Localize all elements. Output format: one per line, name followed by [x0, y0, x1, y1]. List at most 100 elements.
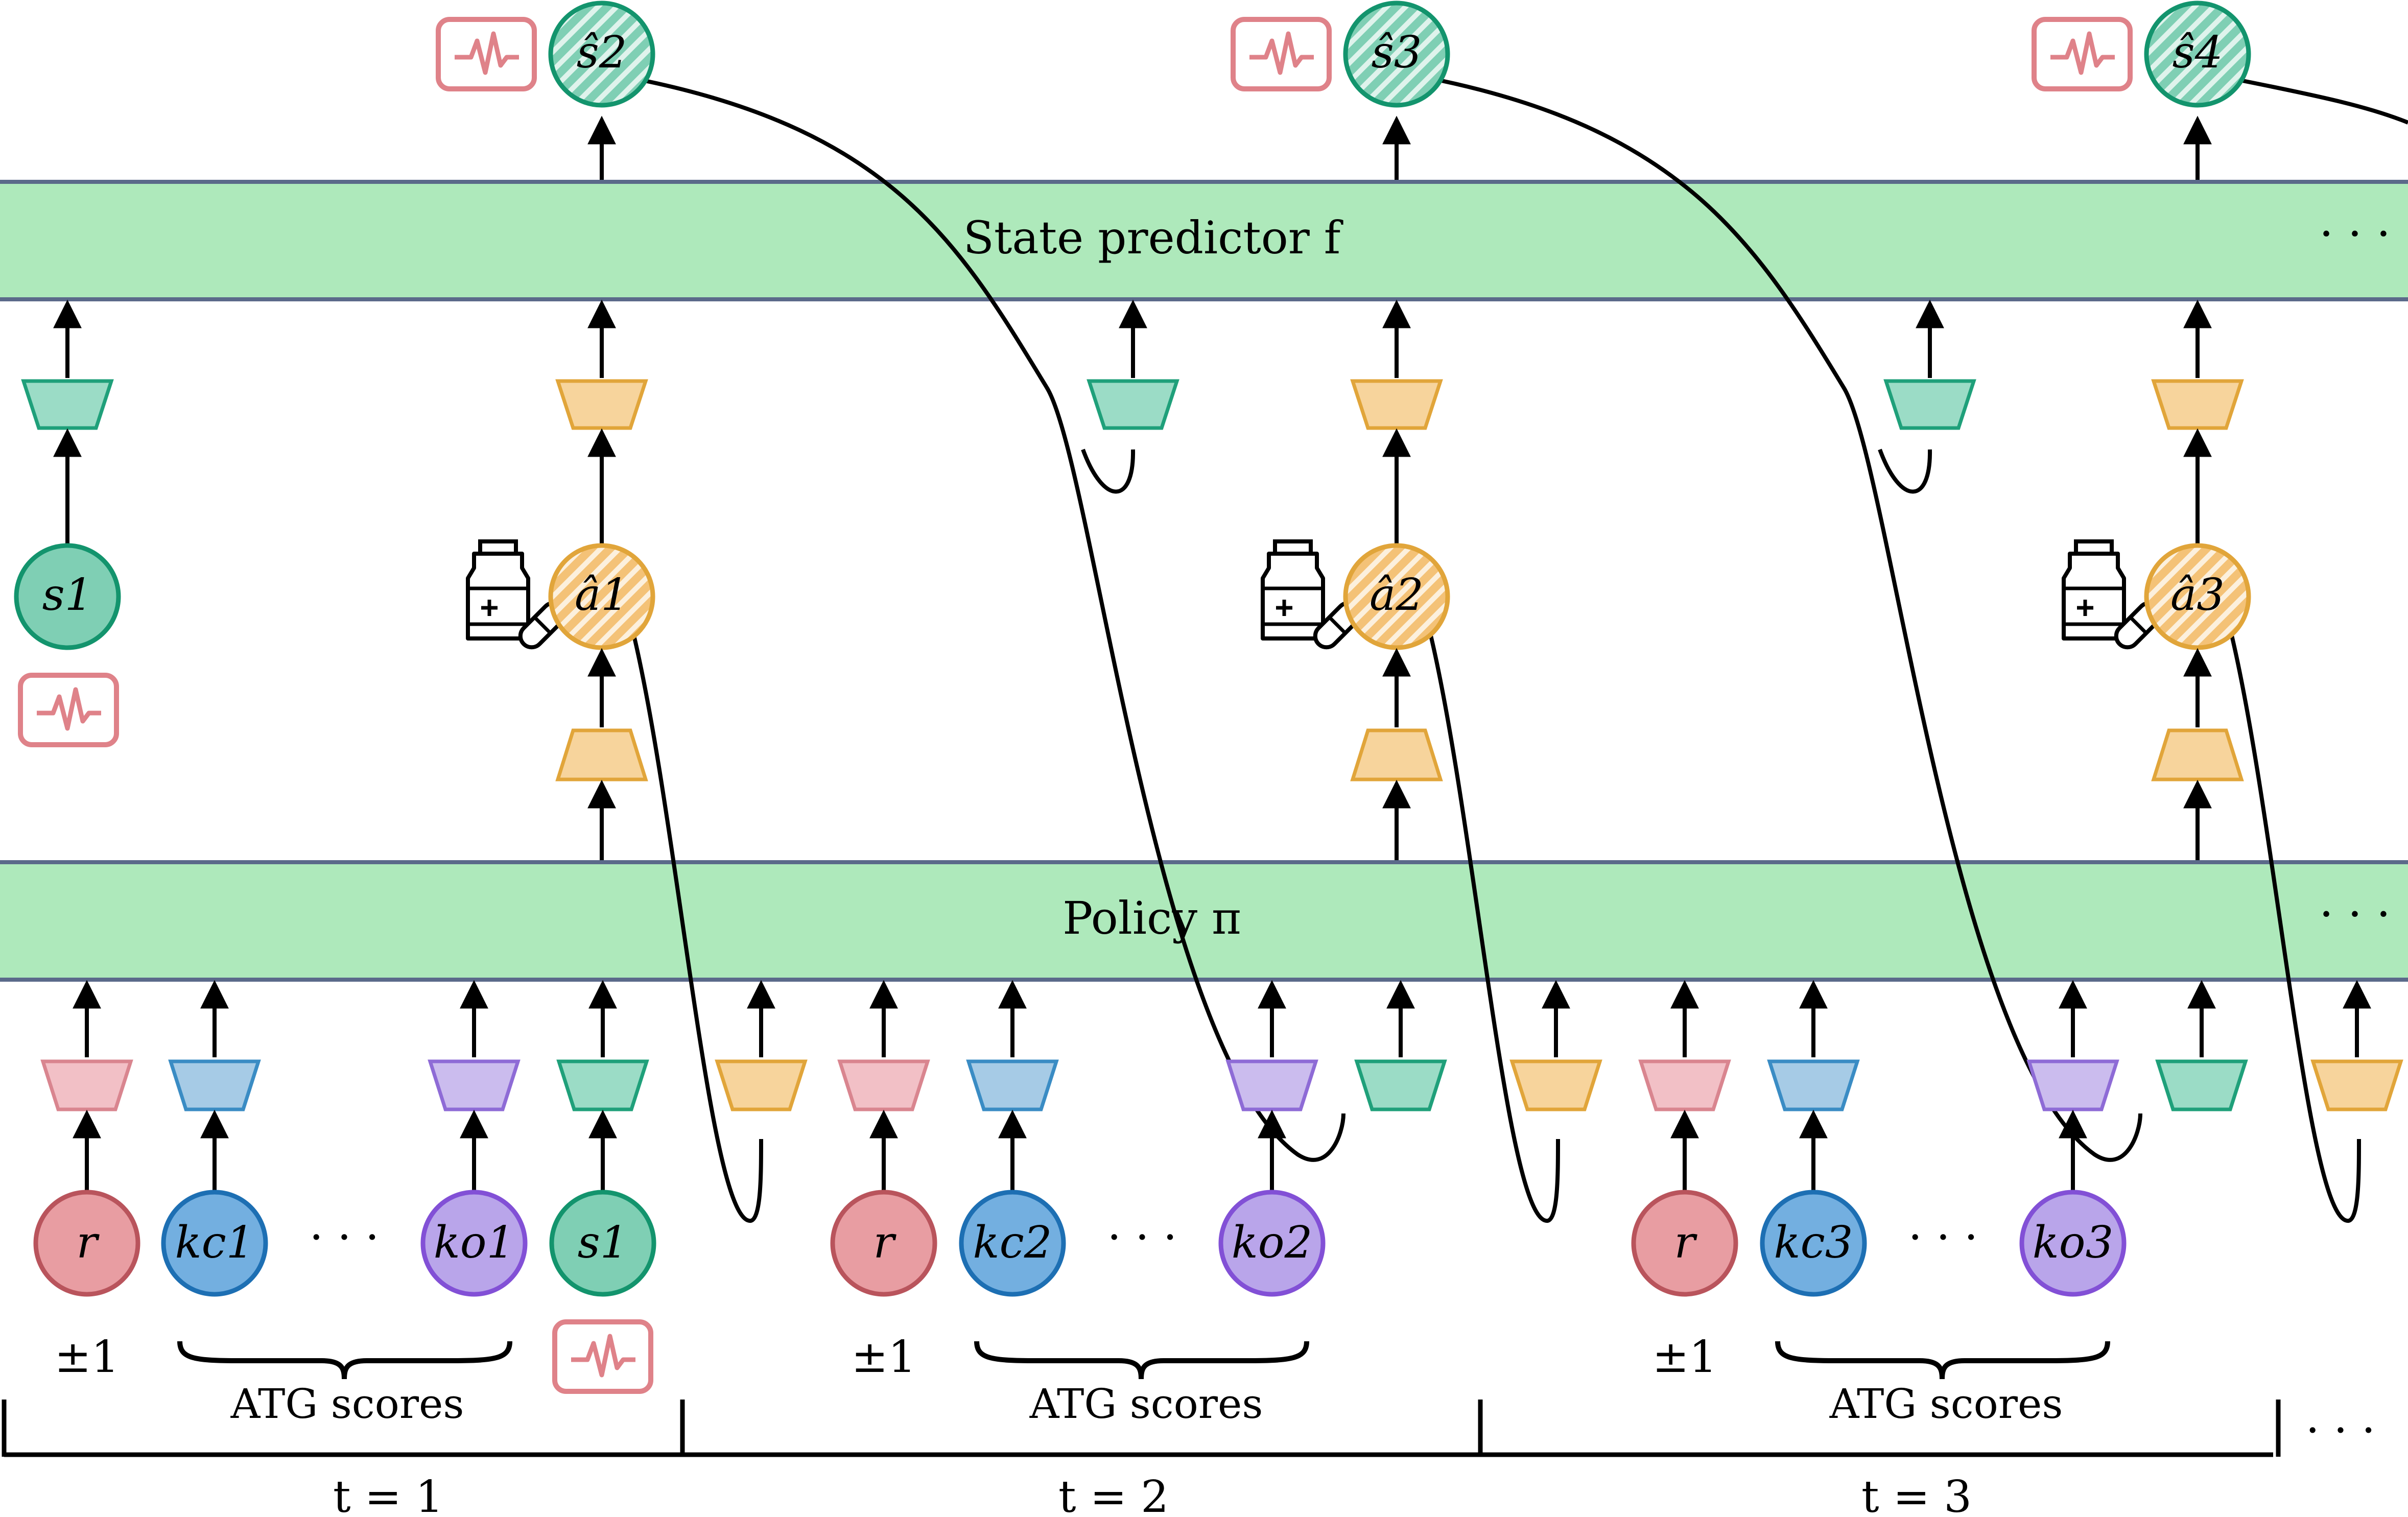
timeline — [2, 1400, 2281, 1457]
initial-state-node — [14, 543, 121, 650]
predicted-state-label: ŝ2 — [577, 27, 627, 78]
reward-node-label: r — [76, 1217, 100, 1268]
state-encoder — [1087, 379, 1179, 430]
reward-node-label: r — [1674, 1217, 1697, 1268]
reward-encoder — [1638, 1059, 1731, 1111]
state-encoder — [1883, 379, 1976, 430]
decoder-arrows — [587, 648, 2212, 860]
initial-state-label: s1 — [42, 570, 93, 621]
curve-a3-to-encoder — [2229, 633, 2361, 1223]
curve-s4-out — [2242, 79, 2408, 125]
kc-node-label: kc1 — [175, 1217, 254, 1268]
scores-brace — [1775, 1341, 2110, 1380]
action-decoder — [555, 728, 648, 781]
predicted-action-node — [548, 543, 655, 650]
curve-s2-to-encoder — [644, 79, 1345, 1162]
predicted-state-label: ŝ4 — [2173, 27, 2223, 78]
time-label: t = 3 — [1861, 1472, 1972, 1517]
reward-node — [830, 1190, 937, 1297]
predicted-state-label: ŝ3 — [1372, 27, 1422, 78]
monitor-icon — [1233, 19, 1329, 89]
state-input-node — [549, 1190, 656, 1297]
state-encoder — [2155, 1059, 2248, 1111]
monitor-icon — [555, 1322, 651, 1391]
action-encoder — [1509, 1059, 1602, 1111]
kc-node-label: kc2 — [973, 1217, 1052, 1268]
timeline-ellipsis: · · · — [2306, 1405, 2376, 1456]
time-label: t = 1 — [333, 1472, 443, 1517]
predicted-state-node — [2144, 1, 2251, 108]
reward-node-label: r — [873, 1217, 896, 1268]
action-encoder — [555, 379, 648, 430]
ko-encoder — [428, 1059, 521, 1111]
policy-ellipsis: · · · — [2319, 888, 2391, 940]
monitor-icon — [2034, 19, 2130, 89]
ko-node — [1218, 1190, 1326, 1297]
kc-node — [959, 1190, 1066, 1297]
state-predictor-ellipsis: · · · — [2319, 207, 2391, 260]
curve-a2-to-encoder — [1428, 633, 1560, 1223]
kc-node-label: kc3 — [1774, 1217, 1853, 1268]
kc-encoder — [168, 1059, 261, 1111]
reward-encoder — [40, 1059, 133, 1111]
score-ellipsis: · · · — [1908, 1212, 1978, 1263]
timestep-1-inputs: r kc1 · · · ko1 s1 ±1 ATG scores — [33, 1190, 656, 1428]
predicted-state-row: ŝ2 ŝ3 ŝ4 — [438, 1, 2251, 108]
reward-node — [33, 1190, 140, 1297]
action-encoder — [2310, 1059, 2403, 1111]
node-to-encoder-arrows — [53, 428, 2212, 543]
policy-label: Policy π — [1063, 892, 1241, 944]
predicted-action-label: â3 — [2170, 570, 2225, 621]
curve-hook-1 — [1081, 448, 1136, 494]
predicted-state-node — [548, 1, 655, 108]
monitor-icon — [20, 675, 116, 745]
kc-encoder — [1767, 1059, 1860, 1111]
curve-a1-to-encoder — [631, 633, 763, 1223]
curve-s3-to-encoder — [1441, 79, 2142, 1162]
policy-band: Policy π · · · — [0, 860, 2408, 982]
state-encoder — [1354, 1059, 1447, 1111]
initial-state: s1 — [14, 543, 121, 745]
predictor-encoders — [21, 379, 2244, 430]
ko-encoder — [1225, 1059, 1318, 1111]
policy-decoders — [555, 728, 2244, 781]
predicted-action-row: â1 â2 â3 — [468, 541, 2251, 652]
predictor-output-arrows — [587, 115, 2212, 180]
score-ellipsis: · · · — [310, 1212, 380, 1263]
reward-value: ±1 — [1652, 1332, 1717, 1383]
state-encoder — [556, 1059, 649, 1111]
feedback-curves — [631, 79, 2408, 1223]
action-encoder — [2151, 379, 2244, 430]
kc-encoder — [966, 1059, 1059, 1111]
predicted-state-node — [1343, 1, 1450, 108]
kc-node — [161, 1190, 268, 1297]
input-encoders — [40, 1059, 2403, 1111]
state-predictor-label: State predictor f — [963, 211, 1343, 264]
monitor-icon — [438, 19, 534, 89]
state-input-label: s1 — [578, 1217, 628, 1268]
scores-brace — [177, 1341, 512, 1380]
state-predictor-band: State predictor f · · · — [0, 180, 2408, 301]
time-label: t = 2 — [1058, 1472, 1169, 1517]
ko-node-label: ko3 — [2033, 1217, 2114, 1268]
reward-node — [1631, 1190, 1738, 1297]
timestep-3-inputs: r kc3 · · · ko3 ±1 ATG scores — [1631, 1190, 2127, 1428]
curve-hook-2 — [1878, 448, 1932, 494]
scores-label: ATG scores — [1829, 1380, 2063, 1428]
node-to-input-encoder-arrows — [73, 1109, 2087, 1190]
predicted-action-label: â1 — [575, 570, 629, 621]
ko-node-label: ko2 — [1232, 1217, 1313, 1268]
predictor-input-arrows — [53, 299, 2212, 378]
predicted-action-node — [1343, 543, 1450, 650]
kc-node — [1760, 1190, 1867, 1297]
action-decoder — [2151, 728, 2244, 781]
state-encoder — [21, 379, 114, 430]
action-encoder — [715, 1059, 808, 1111]
scores-label: ATG scores — [230, 1380, 464, 1428]
action-decoder — [1350, 728, 1443, 781]
scores-brace — [974, 1341, 1309, 1380]
predicted-action-node — [2144, 543, 2251, 650]
ko-node-label: ko1 — [434, 1217, 515, 1268]
ko-node — [420, 1190, 528, 1297]
